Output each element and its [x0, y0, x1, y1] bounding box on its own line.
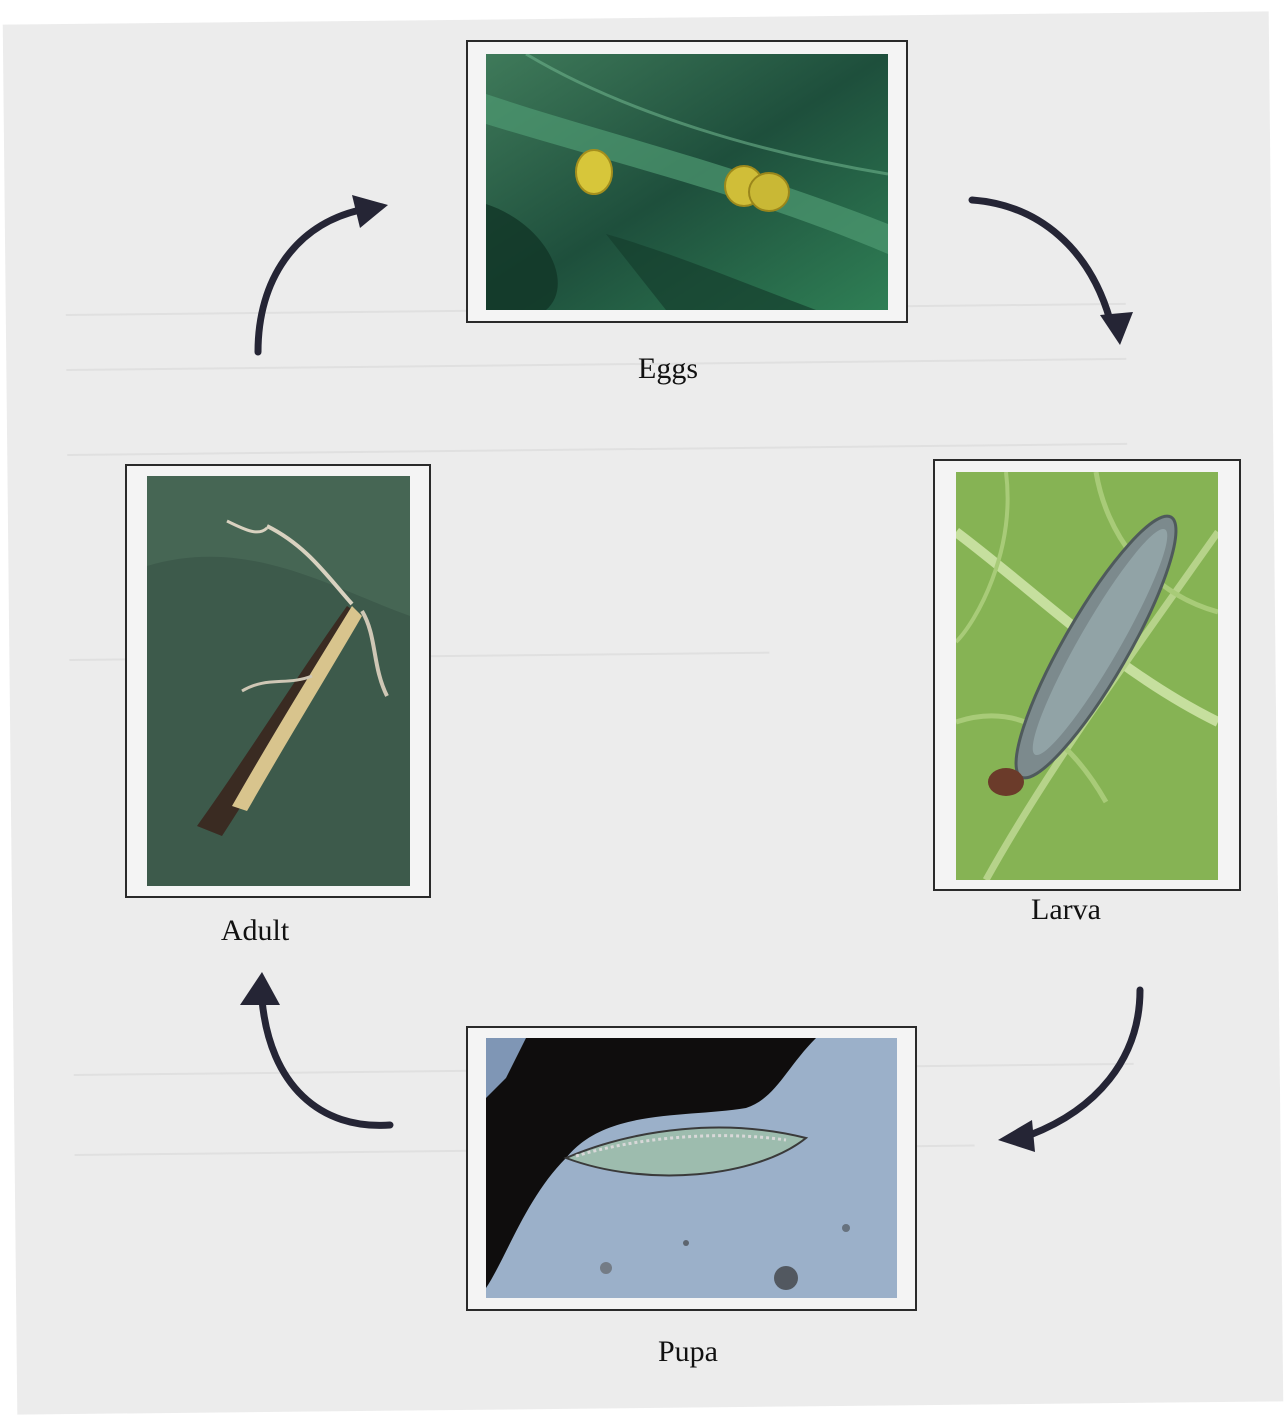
- arrowhead-eggs: [352, 195, 388, 228]
- arrow-adult-to-eggs: [258, 210, 360, 352]
- arrow-larva-to-pupa: [1030, 990, 1140, 1135]
- arrowhead-adult: [240, 972, 280, 1005]
- arrow-pupa-to-adult: [262, 1000, 390, 1125]
- arrowhead-larva: [1100, 312, 1133, 345]
- arrow-eggs-to-larva: [972, 200, 1110, 320]
- arrowhead-pupa: [998, 1120, 1035, 1152]
